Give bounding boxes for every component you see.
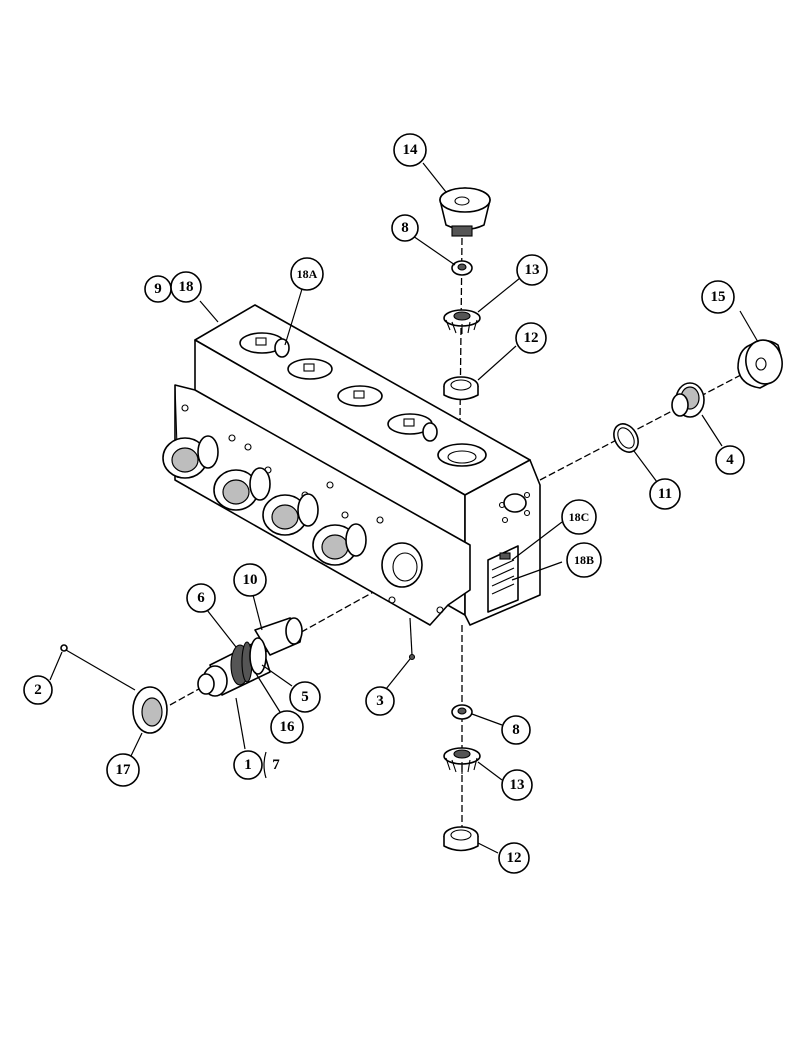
svg-text:17: 17 (116, 762, 132, 778)
pin-part-3 (408, 653, 416, 661)
callout-10: 10 (233, 563, 267, 597)
svg-text:11: 11 (658, 486, 672, 502)
pin-part-2 (60, 644, 68, 652)
svg-text:18B: 18B (574, 553, 594, 567)
callout-8-bottom: 8 (501, 715, 531, 745)
callout-7: 7 (263, 751, 280, 779)
callout-18a: 18A (290, 257, 324, 291)
svg-text:18: 18 (179, 279, 194, 295)
svg-text:18A: 18A (297, 267, 318, 281)
svg-text:1: 1 (244, 757, 252, 773)
callout-18c: 18C (561, 499, 597, 535)
o-ring-part-11 (613, 423, 639, 453)
nut-part-8-top (451, 260, 473, 276)
callout-16: 16 (270, 710, 304, 744)
cap-part-15 (737, 339, 783, 389)
svg-text:6: 6 (197, 590, 205, 606)
svg-text:10: 10 (243, 572, 258, 588)
svg-text:5: 5 (301, 689, 309, 705)
svg-text:16: 16 (280, 719, 296, 735)
callout-12-bottom: 12 (498, 842, 530, 874)
callout-3: 3 (365, 686, 395, 716)
callout-13-top: 13 (516, 254, 548, 286)
callout-1: 1 (233, 750, 263, 780)
spool-bores (162, 435, 367, 566)
svg-text:15: 15 (711, 289, 726, 305)
svg-text:18C: 18C (569, 510, 590, 524)
callouts: 14 8 13 12 15 4 11 9 (23, 133, 745, 874)
callout-8-top: 8 (391, 214, 419, 242)
cap-part-14 (439, 187, 491, 237)
seal-ring-part-12-bottom (443, 826, 479, 852)
callout-5: 5 (289, 681, 321, 713)
svg-text:14: 14 (403, 142, 419, 158)
svg-text:3: 3 (376, 693, 384, 709)
callout-9: 9 (144, 275, 172, 303)
callout-13-bottom: 13 (501, 769, 533, 801)
spool-part-10 (254, 617, 303, 656)
svg-text:2: 2 (34, 682, 42, 698)
svg-text:8: 8 (401, 220, 409, 236)
callout-17: 17 (106, 753, 140, 787)
callout-15: 15 (701, 280, 735, 314)
seal-ring-part-12-top (443, 376, 479, 401)
callout-2: 2 (23, 675, 53, 705)
svg-text:8: 8 (512, 722, 520, 738)
callout-14: 14 (393, 133, 427, 167)
side-port (381, 542, 423, 588)
callout-12-top: 12 (515, 322, 547, 354)
svg-text:9: 9 (154, 281, 162, 297)
leader-lines (49, 162, 759, 854)
star-washer-part-13-top (443, 309, 481, 334)
label-plate (487, 545, 519, 613)
svg-text:7: 7 (272, 757, 280, 773)
nut-part-8-bottom (451, 704, 473, 720)
svg-text:13: 13 (525, 262, 540, 278)
spool-assembly-part-1 (197, 637, 271, 697)
wiper-seal-part-17 (132, 686, 168, 734)
callout-18b: 18B (566, 542, 602, 578)
callout-18: 18 (170, 271, 202, 303)
svg-text:12: 12 (507, 850, 522, 866)
svg-text:13: 13 (510, 777, 525, 793)
star-washer-part-13-bottom (443, 747, 481, 774)
callout-6: 6 (186, 583, 216, 613)
svg-text:4: 4 (726, 452, 734, 468)
callout-4: 4 (715, 445, 745, 475)
valve-body (162, 304, 541, 626)
end-face-ports (498, 491, 531, 524)
callout-11: 11 (649, 478, 681, 510)
svg-text:12: 12 (524, 330, 539, 346)
plug-part-4 (671, 382, 705, 418)
